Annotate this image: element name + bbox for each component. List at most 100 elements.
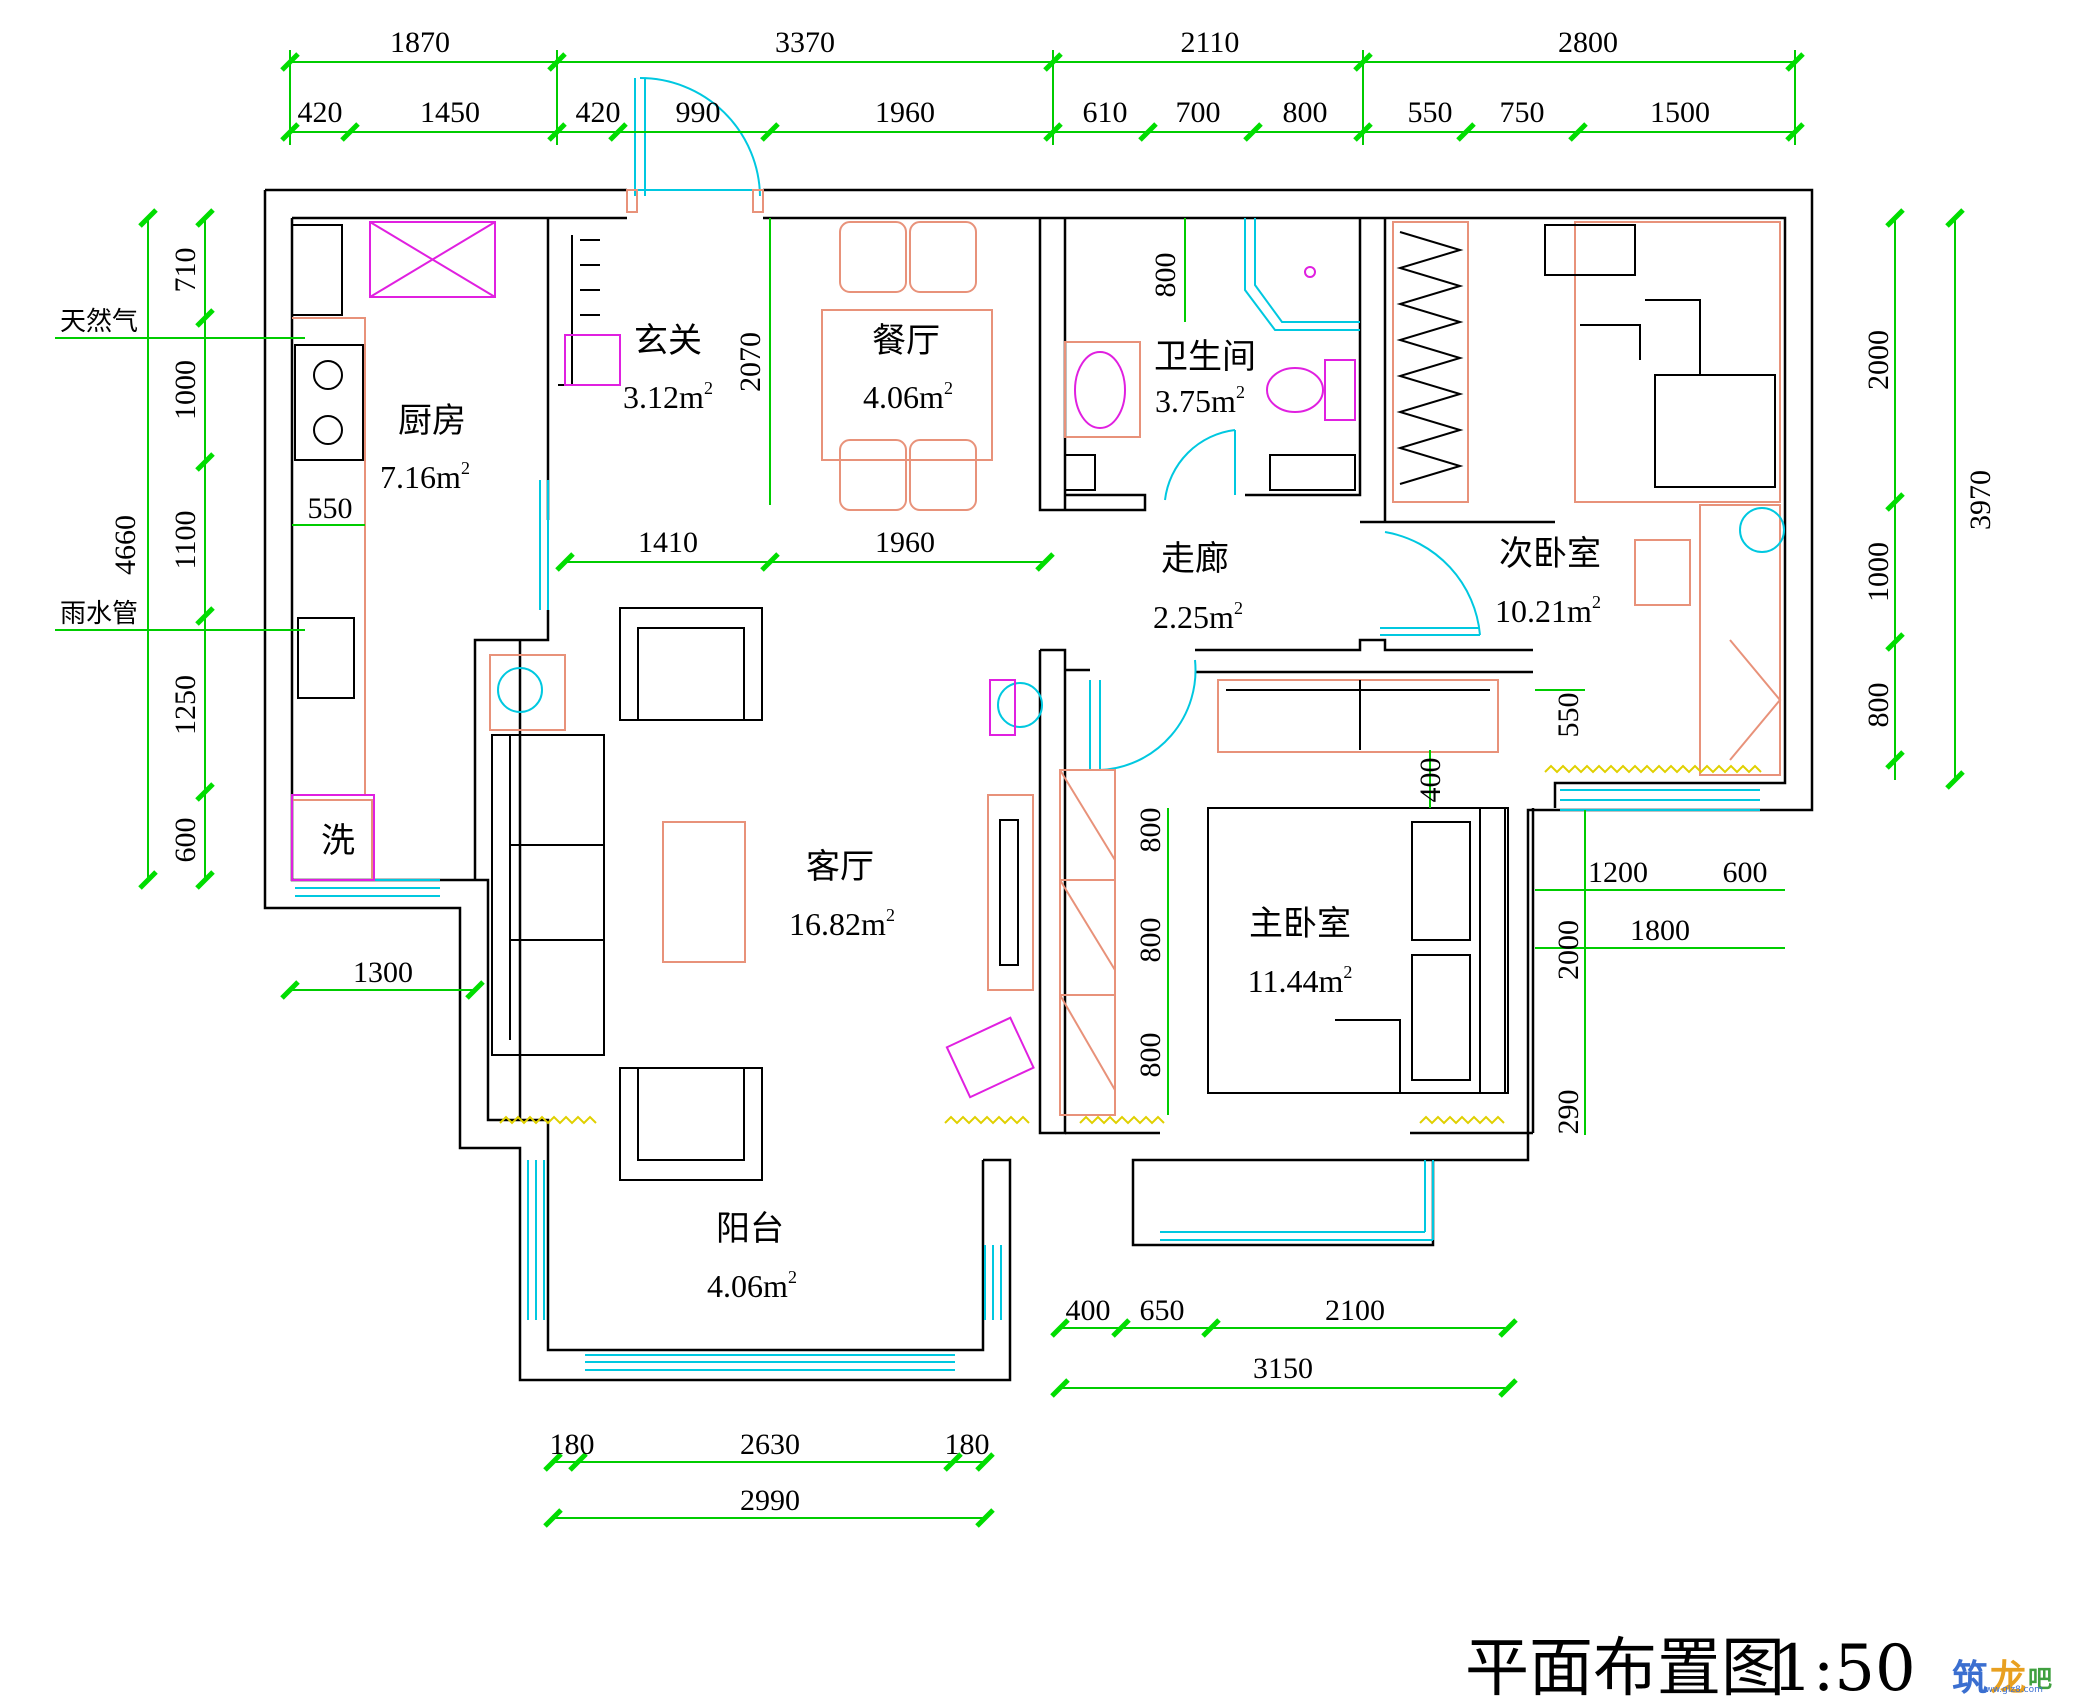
- room-name-hallway: 走廊: [1161, 539, 1229, 579]
- dim-right-b: 1000: [1862, 542, 1895, 602]
- dim-right-c: 800: [1862, 683, 1895, 728]
- bedroom2-door: [1380, 531, 1481, 636]
- dim-top-1: 1870: [390, 26, 450, 59]
- room-name-bedroom2: 次卧室: [1499, 534, 1601, 574]
- dim-mb-a: 400: [1066, 1294, 1111, 1327]
- dim-entry-width: 1410: [638, 526, 698, 559]
- dim-left-e: 600: [169, 818, 202, 863]
- dim-mr-e: 290: [1552, 1090, 1585, 1135]
- wall-hall-master: [1038, 638, 1533, 1135]
- room-name-dining: 餐厅: [872, 321, 940, 361]
- walls: [263, 188, 1814, 1382]
- room-labels: 厨房 7.16m2 玄关 3.12m2 餐厅 4.06m2 卫生间 3.75m2…: [60, 307, 1601, 1304]
- balcony-window-left: [527, 1160, 545, 1320]
- windows-doors: [295, 77, 1760, 1371]
- drawing-title: 平面布置图: [1465, 1632, 1785, 1703]
- master-window: [1160, 1160, 1434, 1241]
- dim-bb-d: 2990: [740, 1484, 800, 1517]
- dim-entry-height: 2070: [734, 332, 767, 392]
- dimension-labels: 1870 3370 2110 2800 420 1450 420 990 196…: [109, 26, 1997, 1517]
- dim-left-d: 1250: [169, 675, 202, 735]
- dim-bb-b: 2630: [740, 1428, 800, 1461]
- armchair-top: [619, 607, 763, 721]
- label-rain-pipe: 雨水管: [60, 599, 138, 629]
- dim-left-a: 710: [169, 248, 202, 293]
- dim-mr-c: 1800: [1630, 914, 1690, 947]
- dim-top-4: 2800: [1558, 26, 1618, 59]
- master-door: [1089, 659, 1197, 771]
- room-name-kitchen: 厨房: [398, 401, 466, 441]
- room-area-bathroom: 3.75m2: [1155, 382, 1245, 419]
- logo-char-1: 筑: [1952, 1657, 1989, 1699]
- dimension-lines: [55, 50, 1965, 1528]
- hall-wardrobe: [1217, 679, 1499, 753]
- dim-mb-c: 2100: [1325, 1294, 1385, 1327]
- armchair-bottom: [619, 1067, 763, 1181]
- dim-top2-c: 420: [576, 96, 621, 129]
- entry-door: [634, 77, 761, 197]
- dim-left-c: 1100: [169, 511, 202, 570]
- logo-url: www.glz8.com: [1978, 1685, 2043, 1695]
- washer-box: [291, 794, 375, 881]
- dim-mr-a: 1200: [1588, 856, 1648, 889]
- entry-plant: [497, 667, 543, 713]
- room-name-balcony: 阳台: [716, 1209, 784, 1249]
- logo-char-2: 龙: [1990, 1657, 2027, 1699]
- room-name-master: 主卧室: [1249, 904, 1351, 944]
- kitchen-sink: [297, 617, 355, 699]
- bedroom2-desk: [1699, 504, 1781, 776]
- inner-wall-upper: [292, 216, 1787, 1133]
- dim-top2-h: 800: [1283, 96, 1328, 129]
- bedroom2-wardrobe: [1392, 221, 1469, 503]
- bedroom2-window: [1560, 789, 1760, 811]
- dim-mb-b: 650: [1140, 1294, 1185, 1327]
- balcony-window-right: [984, 1245, 1002, 1320]
- dim-top-3: 2110: [1181, 26, 1240, 59]
- furniture: [291, 221, 1782, 1181]
- watermark-logo: 筑 龙 吧 www.glz8.com: [1952, 1645, 2070, 1699]
- dim-bb-a: 180: [550, 1428, 595, 1461]
- washbasin: [1074, 351, 1126, 429]
- dim-kitchen-width: 550: [308, 492, 353, 525]
- lounge-chair: [945, 1016, 1035, 1099]
- dim-kitchen-bottom: 1300: [353, 956, 413, 989]
- room-area-hallway: 2.25m2: [1153, 598, 1243, 635]
- dim-bb-c: 180: [945, 1428, 990, 1461]
- room-name-bathroom: 卫生间: [1154, 337, 1256, 377]
- room-area-dining: 4.06m2: [863, 378, 953, 415]
- dim-wardrobe-gap: 400: [1414, 758, 1447, 803]
- outer-wall-left: [263, 190, 1012, 1382]
- dim-top2-e: 1960: [875, 96, 935, 129]
- label-gas: 天然气: [60, 307, 138, 337]
- balcony-window-bottom: [585, 1354, 955, 1371]
- master-wardrobe: [1059, 769, 1116, 1116]
- dim-mr-d: 2000: [1552, 920, 1585, 980]
- room-area-bedroom2: 10.21m2: [1495, 592, 1601, 629]
- dim-right-total: 3970: [1964, 470, 1997, 530]
- dim-mwd-c: 800: [1134, 1033, 1167, 1078]
- kitchen-window: [295, 879, 440, 897]
- wall-kitchen-entry: [473, 218, 550, 1120]
- curtains: [499, 764, 1762, 1125]
- dim-top2-g: 700: [1176, 96, 1221, 129]
- sofa: [491, 734, 605, 1056]
- dim-top2-j: 750: [1500, 96, 1545, 129]
- coffee-table: [662, 821, 746, 963]
- logo-char-3: 吧: [2028, 1664, 2052, 1693]
- dim-top2-k: 1500: [1650, 96, 1710, 129]
- toilet: [1266, 367, 1324, 413]
- room-area-entry: 3.12m2: [623, 378, 713, 415]
- dim-mb-d: 3150: [1253, 1352, 1313, 1385]
- dim-mwd-a: 800: [1134, 808, 1167, 853]
- dim-right-a: 2000: [1862, 330, 1895, 390]
- stove: [294, 344, 364, 461]
- dim-mwd-b: 800: [1134, 918, 1167, 963]
- master-bed: [1207, 807, 1509, 1094]
- bedroom2-bed: [1574, 221, 1781, 503]
- label-wash: 洗: [321, 821, 355, 861]
- dim-top2-f: 610: [1083, 96, 1128, 129]
- dim-left-total: 4660: [109, 515, 142, 575]
- room-name-entry: 玄关: [634, 321, 702, 361]
- dim-top2-b: 1450: [420, 96, 480, 129]
